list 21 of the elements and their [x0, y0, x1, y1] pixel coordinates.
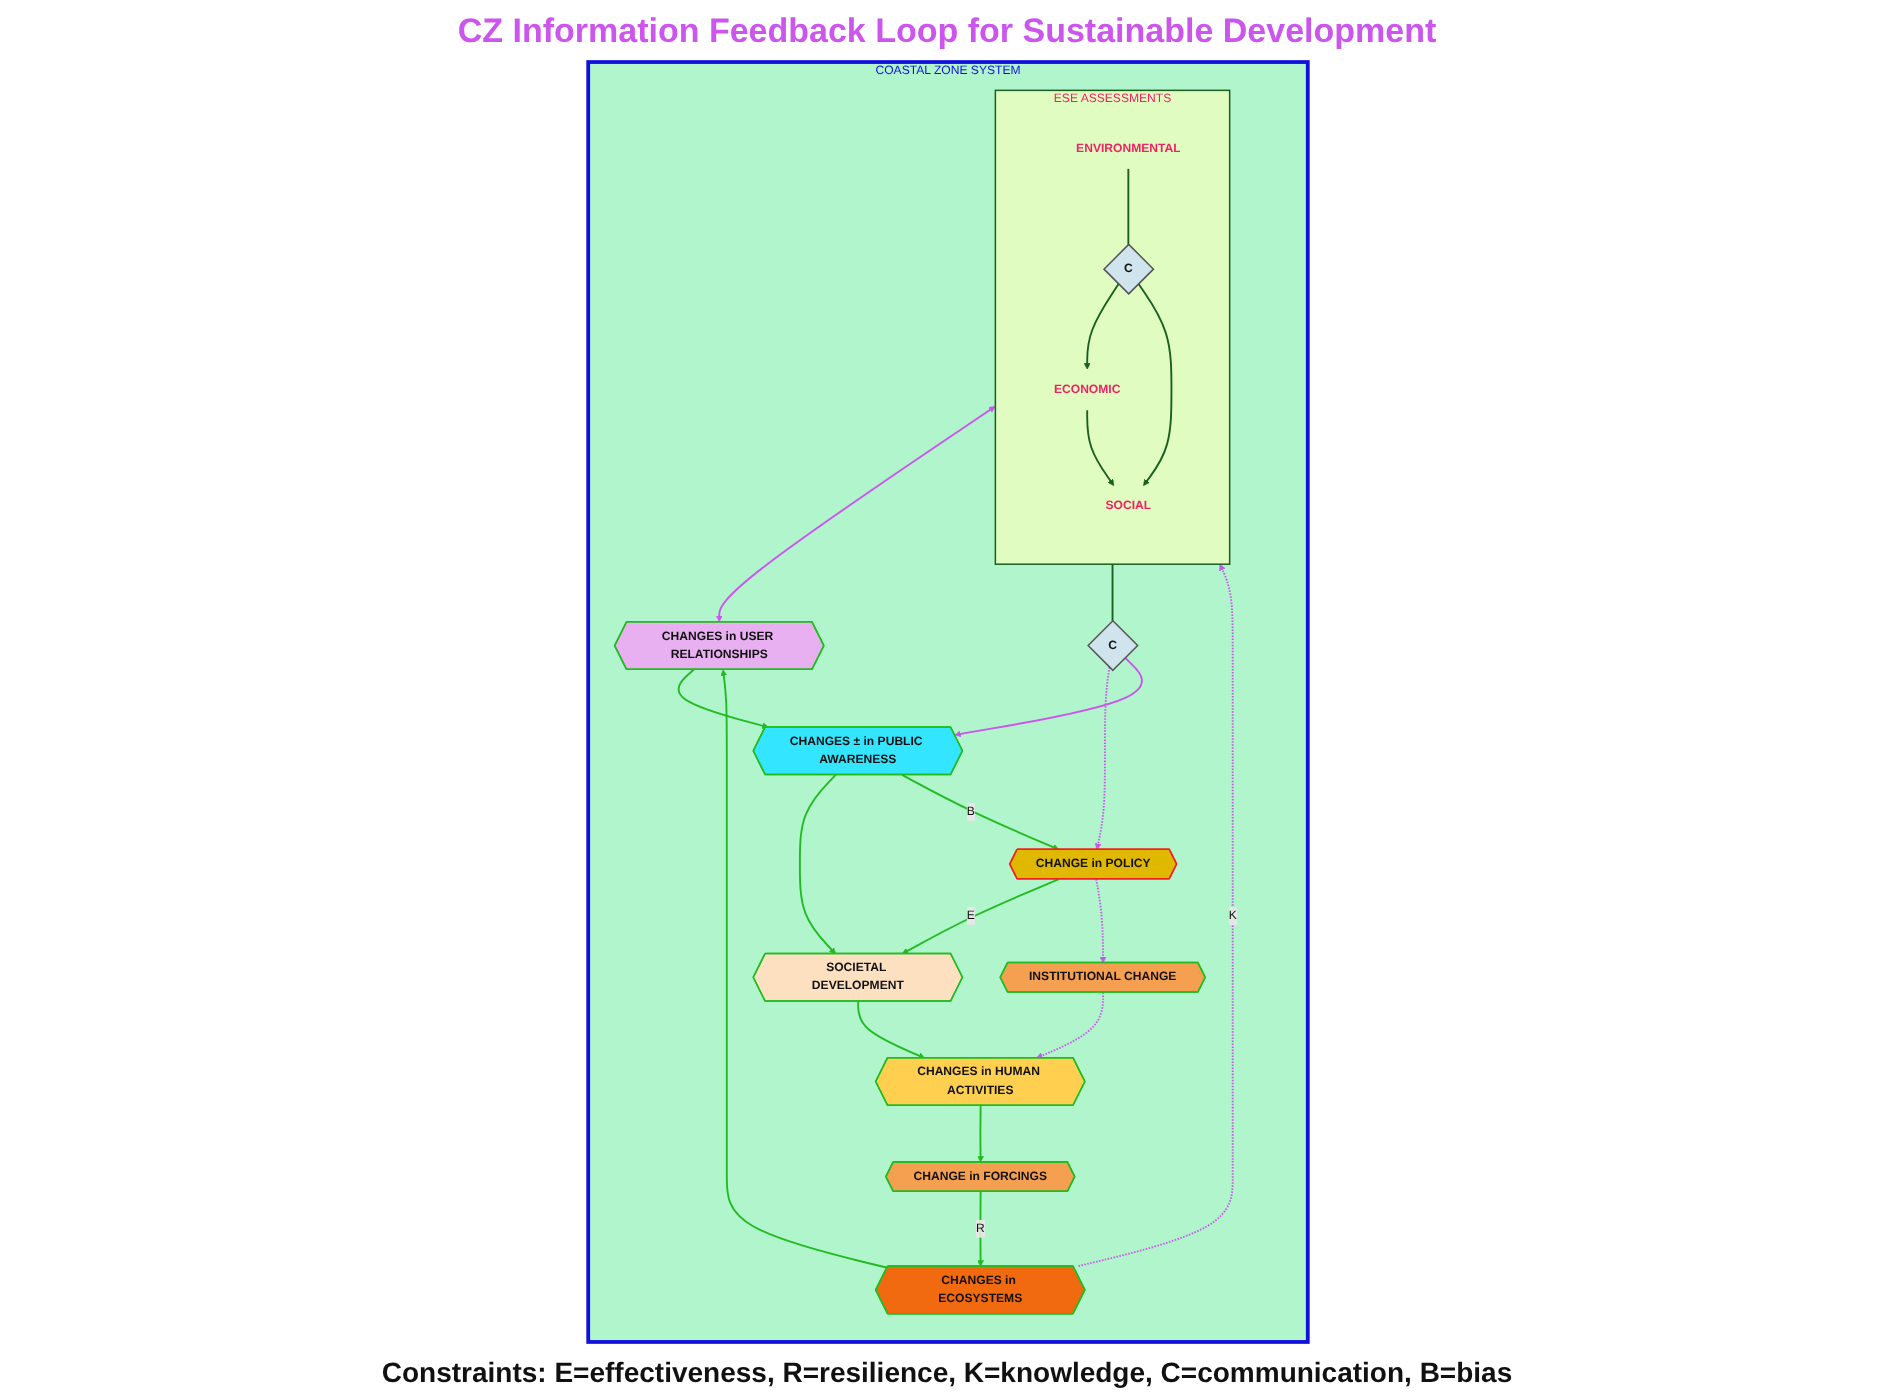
arrow	[976, 1190, 983, 1267]
connector	[1126, 167, 1129, 246]
arrow	[1035, 991, 1104, 1059]
arrow	[1082, 283, 1119, 370]
arrow	[900, 773, 1059, 851]
loop-title-text: CZ Information Feedback Loop for Sustainable Development	[457, 12, 1437, 52]
connector	[1110, 563, 1113, 622]
arrow	[797, 773, 836, 955]
arrow	[856, 1000, 925, 1059]
arrow	[1136, 282, 1172, 486]
arrow	[1076, 563, 1233, 1268]
caption: Constraints: E=effectiveness, R=resilience, K=knowledge, C=communication, B=bias	[381, 1356, 1513, 1388]
arrow	[1085, 409, 1114, 486]
arrow	[953, 656, 1142, 738]
arrow	[1093, 666, 1110, 850]
arrow	[676, 668, 768, 729]
arrow	[714, 406, 995, 623]
arrow	[976, 1104, 983, 1163]
arrow	[1094, 878, 1106, 964]
arrow	[719, 669, 888, 1269]
arrow	[900, 878, 1059, 955]
